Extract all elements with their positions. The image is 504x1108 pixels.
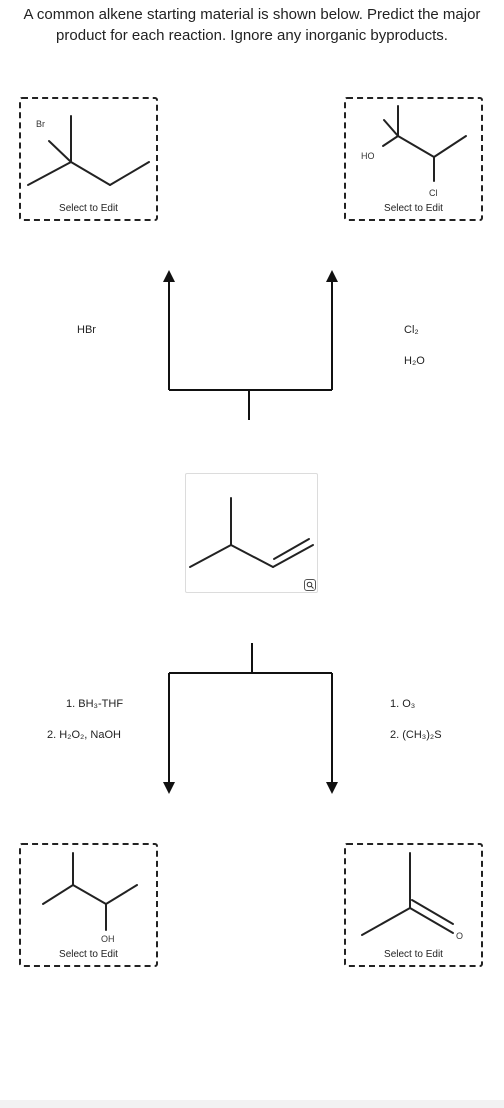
select-to-edit-label: Select to Edit	[59, 203, 118, 214]
reagent-hbr: HBr	[77, 324, 96, 336]
arrowhead-up-right	[326, 270, 338, 282]
arrowhead-down-right	[326, 782, 338, 794]
reagent-cl2: Cl₂	[404, 324, 419, 336]
question-text: A common alkene starting material is sho…	[23, 6, 481, 44]
halohydrin-product-structure	[382, 105, 467, 182]
reagent-h2o: H₂O	[404, 355, 425, 367]
reagent-dms: 2. (CH₃)₂S	[390, 729, 442, 741]
hydroboration-product-structure	[42, 852, 138, 931]
select-to-edit-label: Select to Edit	[59, 949, 118, 960]
atom-label-o: O	[456, 931, 464, 941]
hbr-product-structure	[27, 115, 150, 186]
starting-alkene-structure	[189, 497, 314, 568]
answer-box-hydroboration[interactable]: OH Select to Edit	[19, 843, 158, 967]
select-to-edit-label: Select to Edit	[384, 949, 443, 960]
atom-label-br: Br	[36, 119, 45, 129]
arrowhead-down-left	[163, 782, 175, 794]
answer-box-hbr[interactable]: Br Select to Edit	[19, 97, 158, 221]
arrowhead-up-left	[163, 270, 175, 282]
atom-label-ho: HO	[361, 151, 375, 161]
ozonolysis-product-structure	[361, 852, 454, 936]
starting-material-panel	[185, 473, 318, 593]
reagent-bh3-thf: 1. BH₃-THF	[66, 698, 124, 710]
magnifier-icon[interactable]	[304, 579, 316, 591]
atom-label-cl: Cl	[429, 188, 438, 198]
select-to-edit-label: Select to Edit	[384, 203, 443, 214]
answer-box-ozonolysis[interactable]: O Select to Edit	[344, 843, 483, 967]
page-bottom-bar	[0, 1100, 504, 1108]
reagent-ozone: 1. O₃	[390, 698, 416, 710]
answer-box-halohydrin[interactable]: HO Cl Select to Edit	[344, 97, 483, 221]
reagent-h2o2-naoh: 2. H₂O₂, NaOH	[47, 729, 121, 741]
atom-label-oh: OH	[101, 934, 115, 944]
